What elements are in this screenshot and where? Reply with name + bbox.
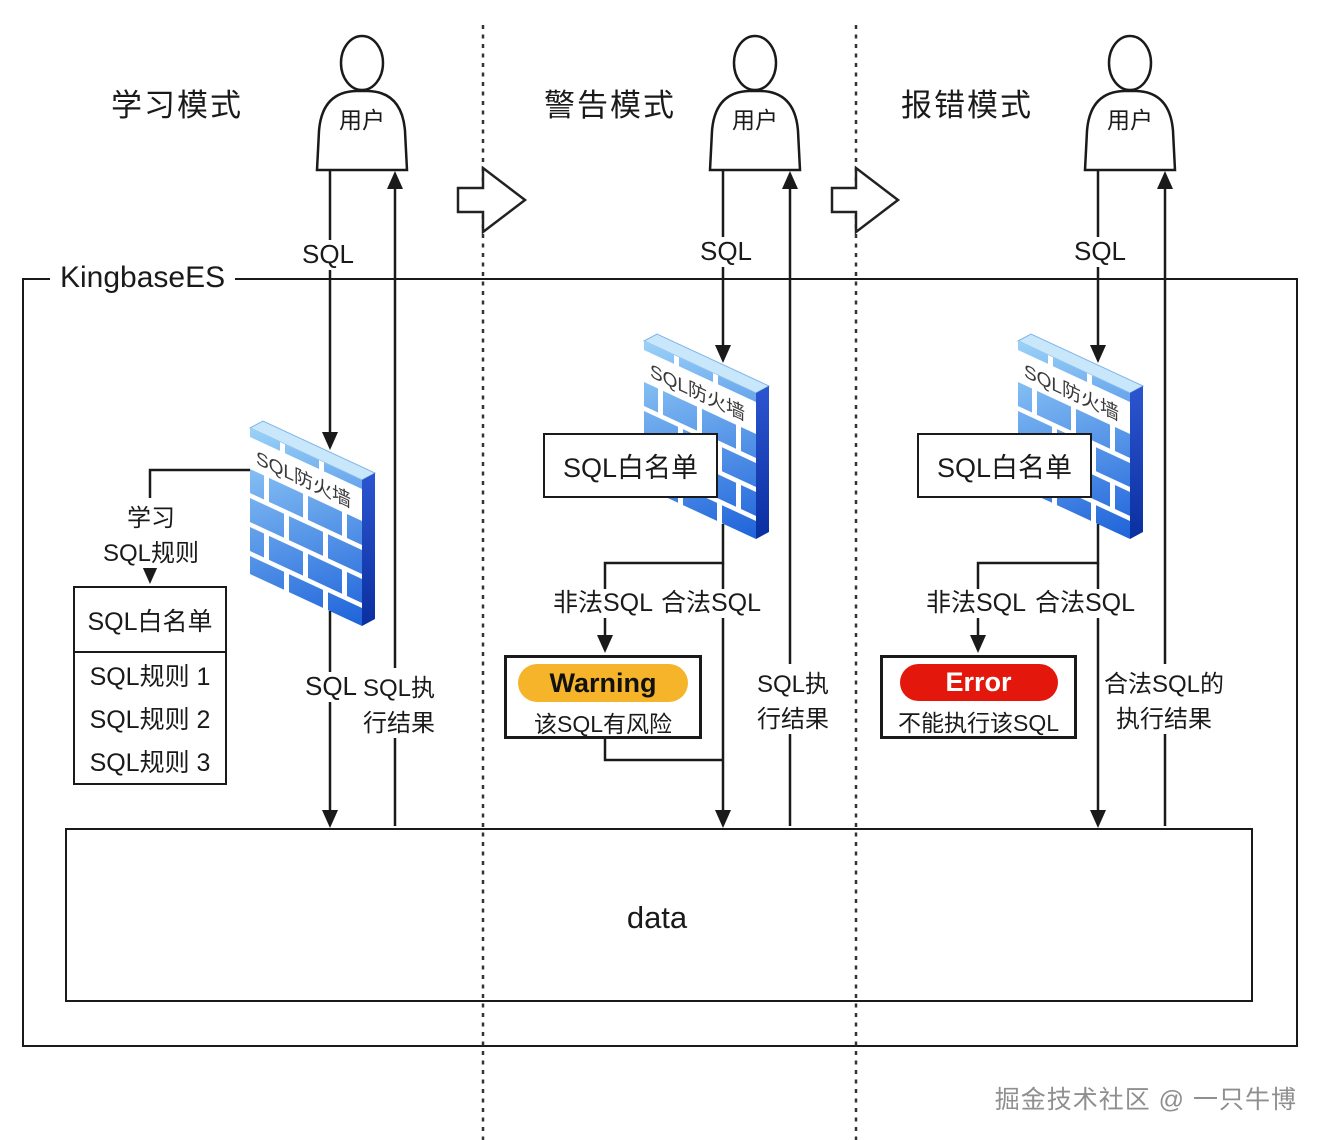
sql-whitelist-box-error: SQL白名单 (917, 433, 1092, 498)
error-alert-box: Error 不能执行该SQL (880, 655, 1077, 739)
svg-text:用户: 用户 (732, 107, 778, 133)
sql-result-learning-line2: 行结果 (360, 703, 438, 738)
sql-request-label-warning: SQL (695, 236, 757, 267)
kingbase-container-box (22, 278, 1298, 1047)
mode-transition-arrow-icon-2 (830, 165, 901, 235)
sql-result-error-line2: 执行结果 (1101, 699, 1227, 734)
error-message: 不能执行该SQL (897, 710, 1060, 736)
warning-message: 该SQL有风险 (533, 711, 673, 737)
illegal-sql-label-warning: 非法SQL (552, 589, 654, 618)
watermark-text: 掘金技术社区 @ 一只牛博 (994, 1086, 1297, 1114)
sql-firewall-icon-learning: SQL防火墙 (248, 420, 377, 626)
flow-arrowheads-error (970, 171, 1173, 828)
kingbase-label: KingbaseES (50, 261, 236, 295)
exec-sql-label-learning: SQL (301, 671, 361, 702)
sql-result-error-line1: 合法SQL的 (1101, 664, 1227, 699)
sql-result-learning-line1: SQL执 (360, 668, 438, 703)
sql-result-label-learning: SQL执 行结果 (360, 668, 438, 738)
learn-sql-rules-label: 学习 SQL规则 (100, 498, 202, 568)
warning-alert-box: Warning 该SQL有风险 (504, 655, 702, 739)
user-icon-error: 用户 (1083, 34, 1177, 172)
svg-text:用户: 用户 (339, 107, 385, 133)
legal-sql-label-error: 合法SQL (1034, 589, 1136, 618)
warning-badge: Warning (518, 664, 688, 702)
whitelist-rule-row-1: SQL规则 1 (89, 662, 211, 691)
data-store-box (65, 828, 1253, 1002)
data-store-label: data (626, 900, 688, 935)
sql-request-label-error: SQL (1069, 236, 1131, 267)
mode-title-warning: 警告模式 (544, 88, 676, 124)
flow-arrowheads-learning (142, 171, 403, 828)
sql-result-warning-line1: SQL执 (754, 664, 832, 699)
sql-whitelist-box-warning: SQL白名单 (543, 433, 718, 498)
mode-title-learning: 学习模式 (111, 88, 243, 124)
whitelist-table-header: SQL白名单 (75, 588, 225, 654)
error-badge: Error (899, 664, 1058, 701)
user-icon-warning: 用户 (708, 34, 802, 172)
sql-result-label-error: 合法SQL的 执行结果 (1101, 664, 1227, 734)
sql-firewall-icon-warning: SQL防火墙 (642, 333, 771, 539)
learn-sql-rules-line2: SQL规则 (100, 533, 202, 568)
flow-arrowheads-warning (597, 171, 798, 828)
sql-result-warning-line2: 行结果 (754, 699, 832, 734)
svg-text:用户: 用户 (1107, 107, 1153, 133)
mode-transition-arrow-icon-1 (456, 165, 528, 235)
sql-result-label-warning: SQL执 行结果 (754, 664, 832, 734)
whitelist-rule-row-2: SQL规则 2 (89, 706, 211, 734)
sql-whitelist-table: SQL白名单 SQL规则 1 SQL规则 2 SQL规则 3 (73, 586, 227, 785)
sql-request-label-learning: SQL (297, 239, 359, 270)
mode-title-error: 报错模式 (901, 88, 1033, 124)
learn-sql-rules-line1: 学习 (100, 498, 202, 533)
legal-sql-label-warning: 合法SQL (660, 589, 762, 618)
illegal-sql-label-error: 非法SQL (925, 589, 1027, 618)
user-icon-learning: 用户 (315, 34, 409, 172)
whitelist-rule-row-3: SQL规则 3 (89, 749, 211, 778)
